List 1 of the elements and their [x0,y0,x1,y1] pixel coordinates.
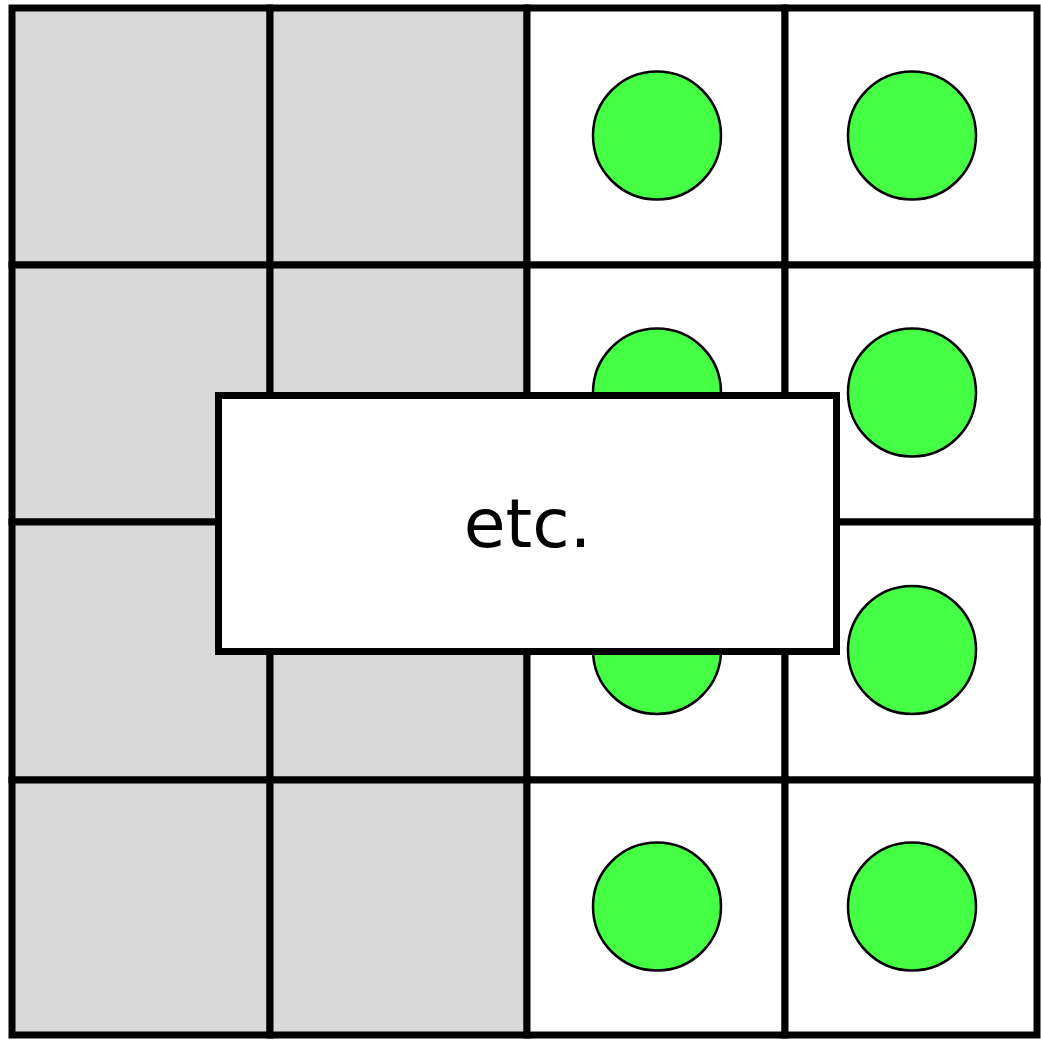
text-box: etc. [215,392,840,655]
